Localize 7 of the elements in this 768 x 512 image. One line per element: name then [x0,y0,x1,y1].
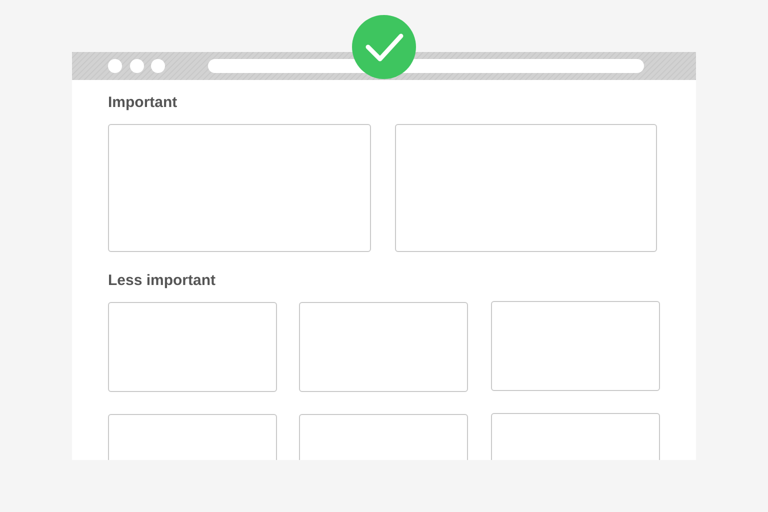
section-heading: Important [108,94,178,111]
content-card [491,301,660,391]
content-card [108,124,371,252]
content-card [299,302,468,392]
content-card [395,124,657,252]
content-card [108,302,277,392]
section-heading: Less important [108,272,216,289]
